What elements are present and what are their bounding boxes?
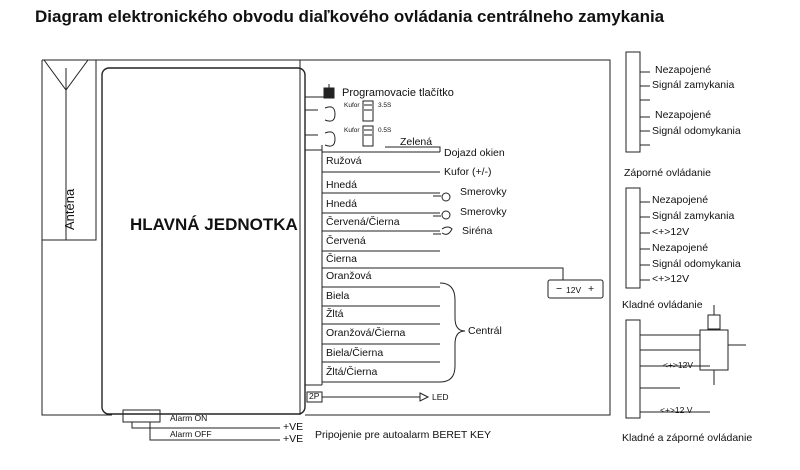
pos-signal-odomykania: Signál odomykania [652,258,741,270]
both-12v-1: <+>12V [663,360,694,370]
wire-zlta: Žltá [326,308,344,320]
wire-ruzova: Ružová [326,155,362,167]
led-label: LED [432,392,449,402]
wire-cervena-cierna: Červená/Čierna [326,216,400,228]
wire-dojazd: Dojazd okien [444,147,505,159]
main-unit-label: HLAVNÁ JEDNOTKA [130,215,298,234]
pos-nezapojene-1: Nezapojené [652,194,709,206]
wire-biela-cierna: Biela/Čierna [326,347,384,359]
twop-label: 2P [309,391,320,401]
neg-caption: Záporné ovládanie [624,167,711,179]
pos-12v-1: <+>12V [652,226,690,238]
switch-kufor-1: Kufor [344,102,360,109]
alarm-note: Pripojenie pre autoalarm BERET KEY [315,429,492,441]
wire-sirena: Siréna [462,225,493,237]
wire-zelena: Zelená [400,136,433,148]
wire-oranzova: Oranžová [326,270,372,282]
switch-val-1: 3.5S [378,102,392,109]
wire-cervena: Červená [326,235,366,247]
both-caption: Kladné a záporné ovládanie [622,432,753,444]
ve-label-2: +VE [283,433,304,445]
alarm-on-label: Alarm ON [170,413,208,423]
antenna-label: Anténa [62,188,77,230]
wire-smerovky-1: Smerovky [460,186,507,198]
wire-smerovky-2: Smerovky [460,206,507,218]
pos-nezapojene-2: Nezapojené [652,242,709,254]
alarm-off-label: Alarm OFF [170,429,212,439]
neg-nezapojene-1: Nezapojené [655,64,712,76]
both-12v-2: <+>12 V [660,405,693,415]
battery-minus: − [556,283,563,295]
central-label: Centrál [468,325,502,337]
pos-12v-2: <+>12V [652,273,690,285]
ve-label-1: +VE [283,421,304,433]
wire-oranzova-cierna: Oranžová/Čierna [326,327,406,339]
switch-val-2: 0.5S [378,127,392,134]
program-button-label: Programovacie tlačítko [342,87,454,99]
wire-kufor: Kufor (+/-) [444,166,492,178]
neg-signal-zamykania: Signál zamykania [652,79,735,91]
pos-signal-zamykania: Signál zamykania [652,210,735,222]
wire-hneda-1: Hnedá [326,179,357,191]
neg-signal-odomykania: Signál odomykania [652,125,741,137]
pos-caption: Kladné ovládanie [622,299,703,311]
neg-nezapojene-2: Nezapojené [655,109,712,121]
wire-biela: Biela [326,290,350,302]
battery-plus: + [588,283,595,295]
wire-zlta-cierna: Žltá/Čierna [326,366,378,378]
battery-voltage: 12V [566,285,582,295]
wire-hneda-2: Hnedá [326,198,357,210]
wire-cierna: Čierna [326,253,357,265]
diagram-title: Diagram elektronického obvodu diaľkového… [35,7,665,26]
switch-kufor-2: Kufor [344,127,360,134]
